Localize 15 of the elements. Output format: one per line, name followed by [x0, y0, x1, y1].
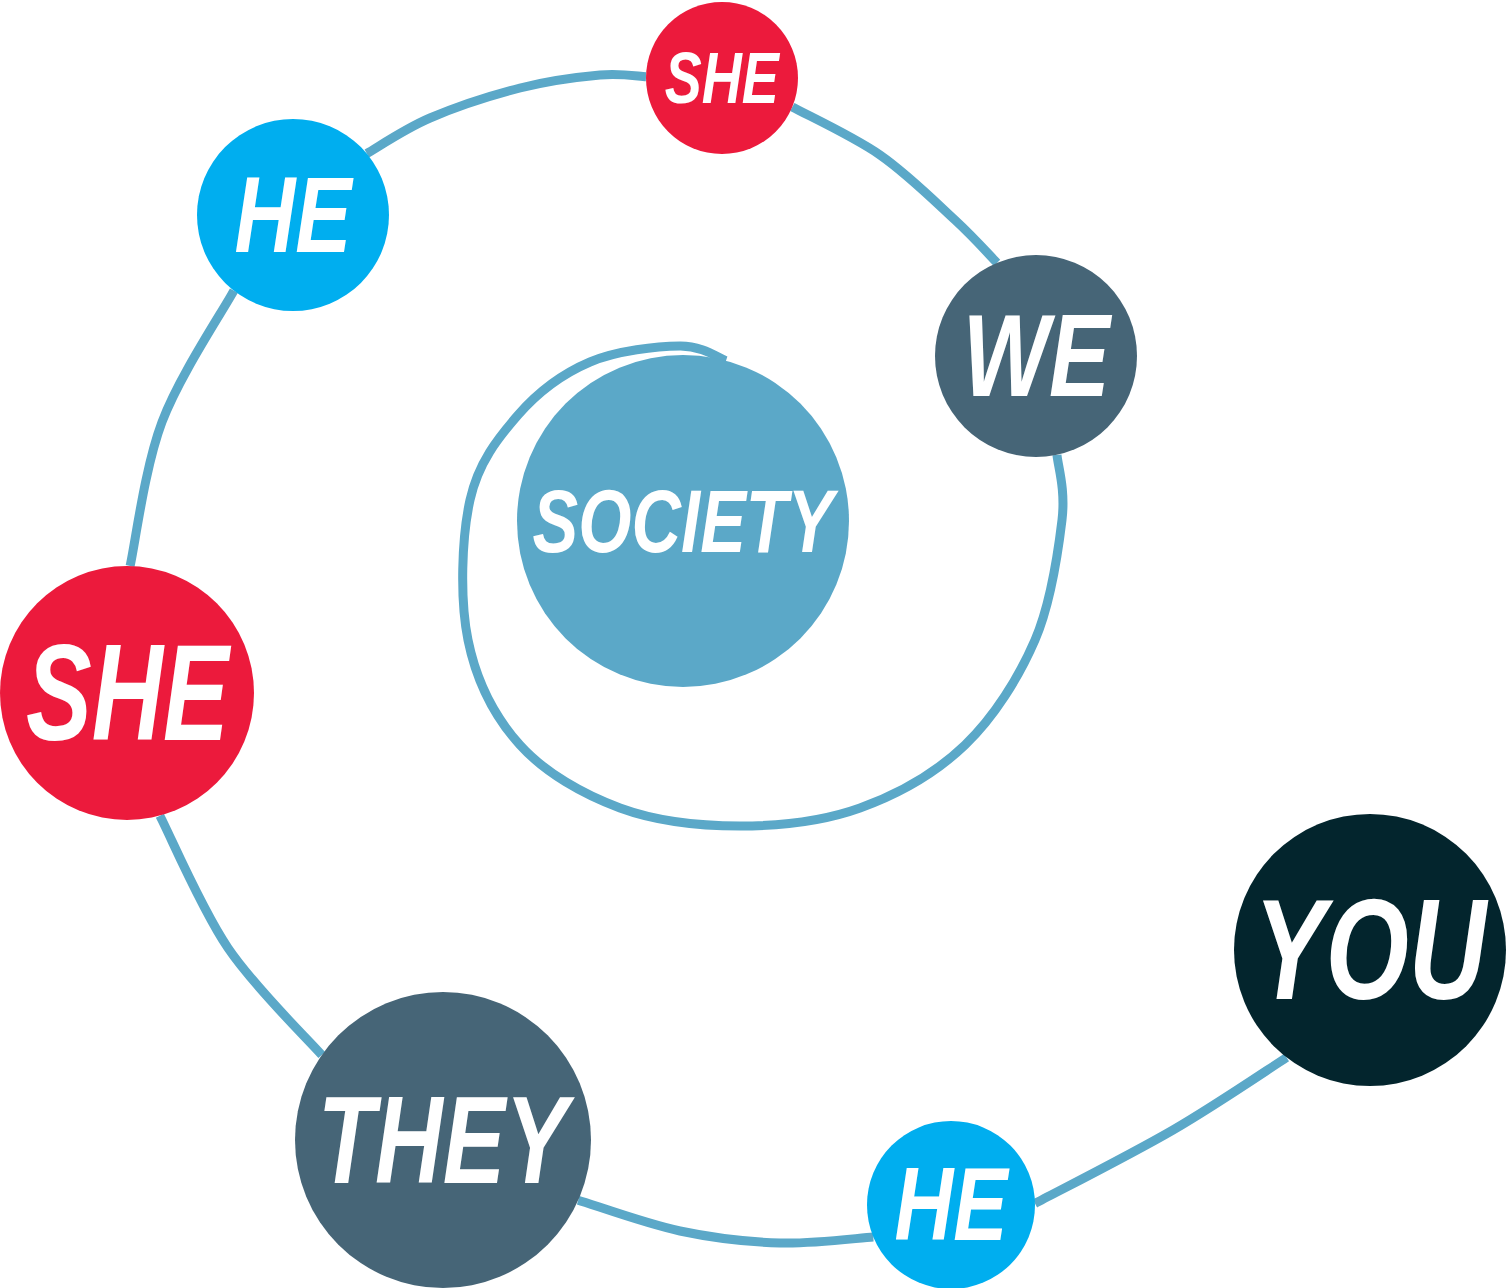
circle-label: WE	[961, 294, 1113, 418]
spiral-line	[364, 69, 647, 158]
circle-label: SHE	[663, 39, 781, 117]
circle-label: SOCIETY	[524, 473, 842, 569]
spiral-line	[1032, 1053, 1290, 1208]
circle-label: HE	[893, 1150, 1011, 1260]
spiral-line	[125, 288, 238, 567]
circle-label: THEY	[306, 1073, 580, 1207]
spiral-line	[458, 341, 1068, 831]
spiral-line	[576, 1195, 874, 1248]
circle-label: SHE	[24, 620, 232, 766]
spiral-line	[155, 813, 326, 1059]
circle-label: HE	[233, 157, 355, 273]
circle-label: YOU	[1252, 874, 1490, 1026]
spiral-line	[790, 103, 1001, 266]
